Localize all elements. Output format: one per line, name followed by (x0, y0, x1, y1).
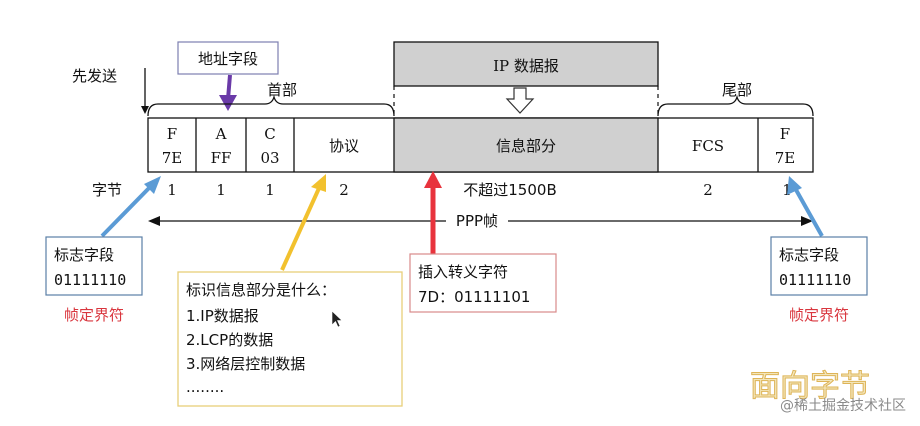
flag-left-blue-arrow-line (100, 182, 155, 238)
escape-box (409, 253, 557, 313)
frame-label: PPP帧 (456, 212, 498, 230)
field-protocol: 协议 (329, 137, 359, 155)
send-first-arrow-head (141, 106, 149, 114)
flag-right-blue-arrow-line (793, 187, 824, 237)
trailer-label: 尾部 (722, 81, 752, 99)
bytes-address: 1 (216, 181, 226, 199)
credit-text: @稀土掘金技术社区 (780, 398, 906, 414)
watermark-text: 面向字节 (750, 369, 870, 404)
frame-span-head-right (801, 216, 813, 226)
mouse-cursor-icon (331, 310, 343, 328)
field-fcs: FCS (692, 137, 724, 155)
field-address-l2: FF (211, 149, 232, 167)
header-label: 首部 (267, 81, 297, 99)
field-flag-right-l2: 7E (775, 149, 796, 167)
escape-value: 7D：01111101 (418, 288, 530, 306)
info-field-fill (393, 117, 659, 173)
escape-red-arrow-head (424, 171, 442, 188)
ip-down-hollow-arrow (505, 87, 535, 114)
field-flag-right-l1: F (780, 125, 790, 143)
protocol-info-item-1: 1.IP数据报 (186, 307, 259, 325)
flag-right-value: 01111110 (779, 271, 851, 289)
flag-right-box (770, 236, 868, 296)
protocol-info-item-4: ........ (186, 378, 224, 396)
flag-right-note: 帧定界符 (789, 306, 849, 324)
bytes-flag-left: 1 (167, 181, 177, 199)
protocol-info-item-3: 3.网络层控制数据 (186, 355, 305, 373)
address-purple-arrow-head (219, 95, 237, 111)
frame-span-head-left (148, 216, 160, 226)
protocol-yellow-arrow-head (311, 174, 326, 192)
bytes-label: 字节 (92, 181, 122, 199)
bytes-information: 不超过1500B (463, 181, 556, 199)
protocol-info-title: 标识信息部分是什么： (186, 281, 336, 299)
bytes-flag-right: 1 (782, 181, 792, 199)
protocol-info-box (177, 271, 403, 407)
flag-left-box (45, 236, 143, 296)
flag-left-title: 标志字段 (54, 246, 114, 264)
field-control-l1: C (264, 125, 275, 143)
trailer-brace (657, 94, 814, 117)
address-field-callout-label: 地址字段 (198, 50, 258, 68)
field-information: 信息部分 (496, 137, 556, 155)
flag-right-blue-arrow-head (787, 176, 802, 195)
frame-fields: F 7E A FF C 03 协议 信息部分 FCS F 7E (147, 117, 814, 173)
bytes-control: 1 (265, 181, 275, 199)
header-brace (147, 94, 395, 117)
flag-right-title: 标志字段 (779, 246, 839, 264)
protocol-info-item-2: 2.LCP的数据 (186, 331, 273, 349)
field-control-l2: 03 (260, 149, 279, 167)
ip-datagram-label: IP 数据报 (493, 57, 559, 75)
flag-left-blue-arrow-head (144, 176, 161, 194)
ip-datagram-box (393, 41, 659, 87)
address-field-callout-box (177, 41, 279, 75)
flag-left-value: 01111110 (54, 271, 126, 289)
bytes-protocol: 2 (339, 181, 349, 199)
field-flag-left-l2: 7E (162, 149, 183, 167)
send-first-label: 先发送 (72, 67, 117, 85)
protocol-yellow-arrow-line (280, 185, 322, 271)
flag-left-note: 帧定界符 (64, 306, 124, 324)
field-address-l1: A (215, 125, 227, 143)
field-flag-left-l1: F (167, 125, 177, 143)
escape-title: 插入转义字符 (418, 263, 508, 281)
bytes-fcs: 2 (703, 181, 713, 199)
